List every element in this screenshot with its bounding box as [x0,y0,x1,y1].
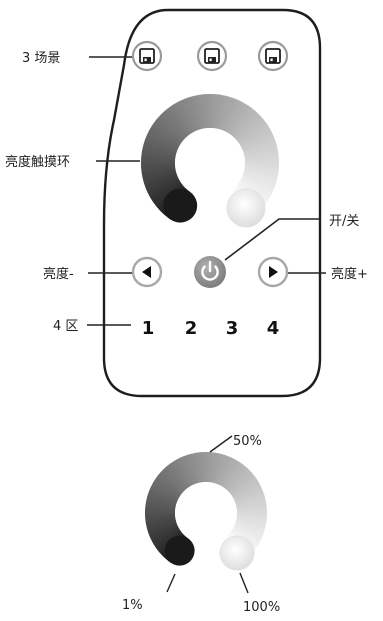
label-zones: 4 区 [53,319,78,334]
scale-ring-inner-hole [175,482,237,544]
triangle-left-icon [142,266,151,278]
power-button[interactable] [194,256,226,288]
brightness-up-button[interactable] [257,256,289,288]
label-scale-mid: 50% [233,434,262,449]
ring-start-cap [164,535,195,566]
brightness-scale-ring [145,451,267,571]
scene-button-2[interactable] [196,40,228,72]
power-icon [201,260,219,281]
label-scenes: 3 场景 [22,51,60,66]
save-icon [204,48,220,64]
zone-button-2[interactable]: 2 [185,318,198,339]
leader-scale-min [166,573,176,593]
triangle-right-icon [269,266,278,278]
label-scale-min: 1% [122,598,143,613]
leader-scale-mid [209,435,233,453]
label-brightness-up: 亮度+ [331,266,368,282]
label-on-off: 开/关 [329,214,359,229]
ring-end-knob [226,188,266,228]
save-icon [265,48,281,64]
leader-scale-max [239,572,249,594]
save-icon [139,48,155,64]
label-scale-max: 100% [243,600,280,615]
scene-button-1[interactable] [131,40,163,72]
zone-button-4[interactable]: 4 [267,318,280,339]
ring-start-cap [163,188,198,223]
label-brightness-down: 亮度- [43,266,74,282]
zone-button-1[interactable]: 1 [142,318,155,339]
label-touch-ring: 亮度触摸环 [5,154,70,170]
scale-ring-end-knob [219,535,255,571]
scene-button-3[interactable] [257,40,289,72]
brightness-down-button[interactable] [131,256,163,288]
brightness-touch-ring[interactable] [141,93,279,228]
ring-inner-hole [175,128,245,198]
remote-body [102,8,322,398]
zone-button-3[interactable]: 3 [226,318,239,339]
leader-on-off [224,218,321,261]
